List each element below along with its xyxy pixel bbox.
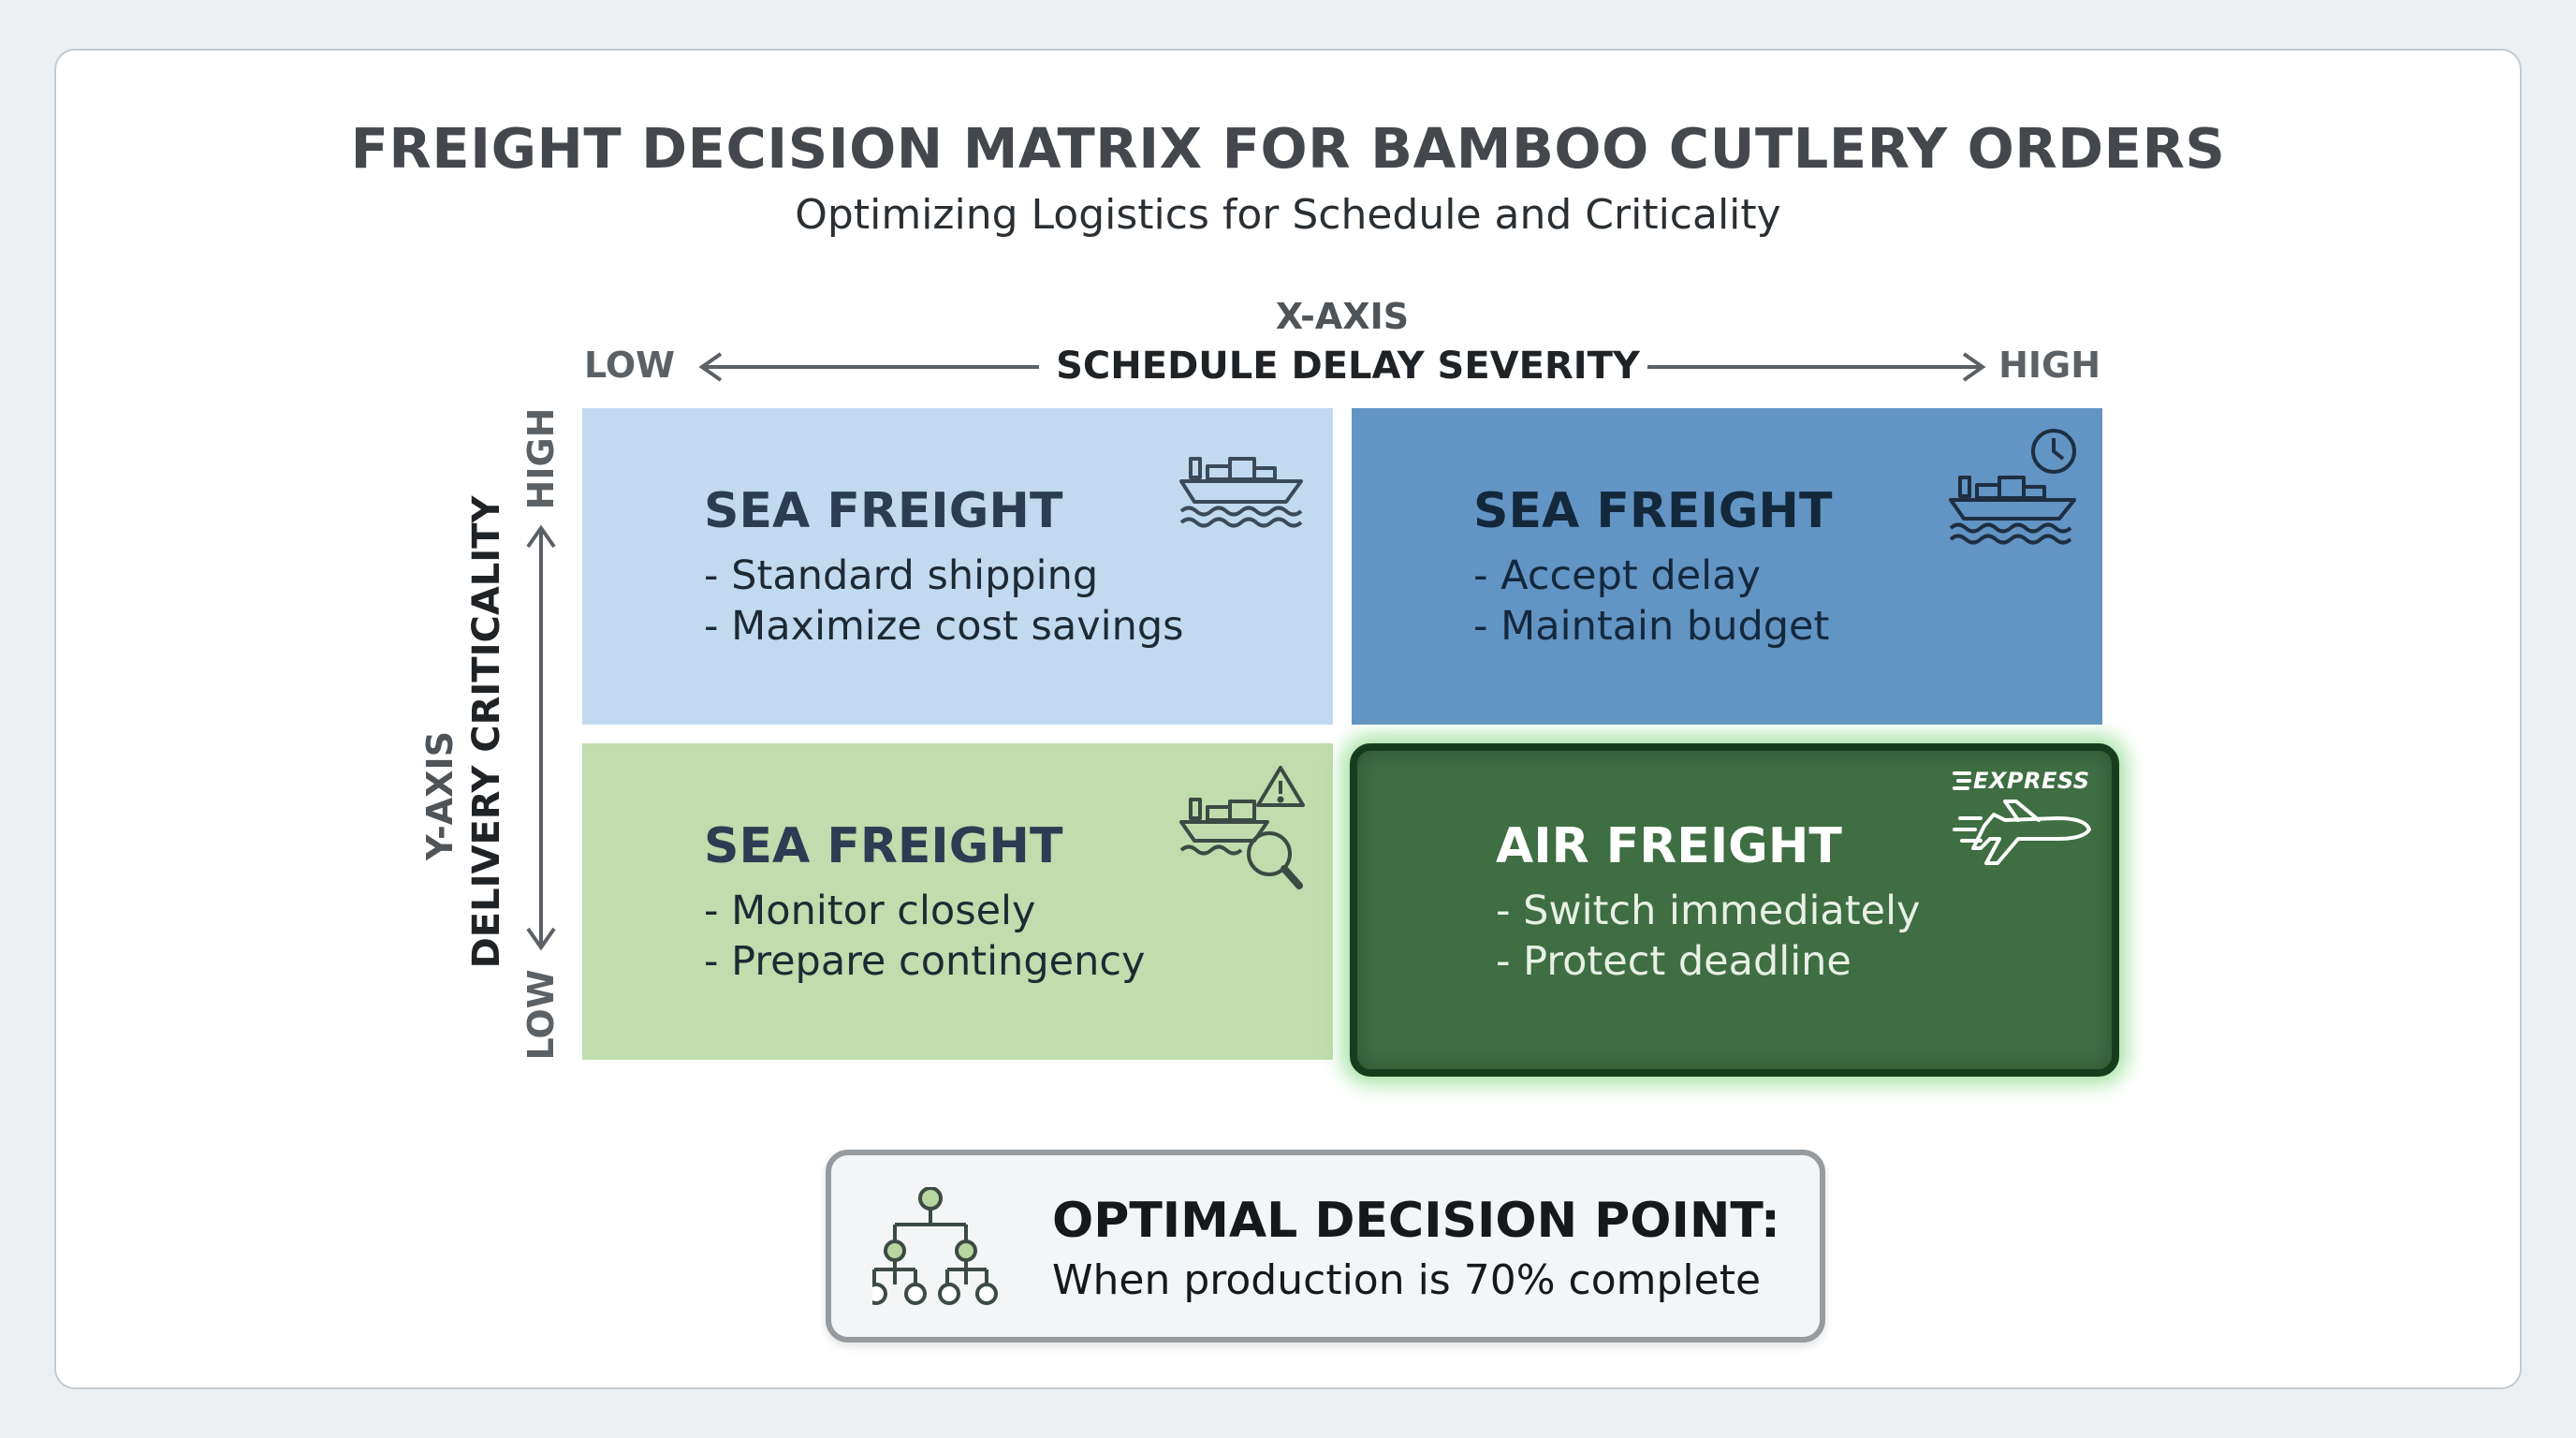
quadrant-item: - Maintain budget bbox=[1473, 603, 1830, 650]
y-axis: Y-AXIS DELIVERY CRITICALITY HIGH LOW bbox=[393, 403, 580, 1077]
quadrant-item: - Prepare contingency bbox=[704, 938, 1146, 985]
quadrant-title: AIR FREIGHT bbox=[1496, 818, 1842, 874]
x-axis-high-label: HIGH bbox=[1998, 345, 2100, 386]
x-axis-name: X-AXIS bbox=[1275, 296, 1410, 337]
quadrant-top-left: SEA FREIGHT - Standard shipping - Maximi… bbox=[582, 408, 1333, 725]
x-axis: LOW SCHEDULE DELAY SEVERITY HIGH bbox=[580, 339, 2106, 395]
quadrant-top-right: SEA FREIGHT - Accept delay - Maintain bu… bbox=[1352, 408, 2102, 725]
y-axis-low-label: LOW bbox=[520, 969, 562, 1061]
x-axis-low-label: LOW bbox=[584, 345, 676, 386]
quadrant-items: - Accept delay - Maintain budget bbox=[1473, 550, 1829, 652]
express-label: EXPRESS bbox=[1973, 768, 2090, 794]
quadrant-items: - Standard shipping - Maximize cost savi… bbox=[704, 550, 1184, 652]
quadrant-item: - Maximize cost savings bbox=[704, 603, 1184, 650]
quadrant-items: - Monitor closely - Prepare contingency bbox=[704, 886, 1145, 987]
cargo-ship-warning-magnifier-icon bbox=[1179, 766, 1305, 889]
quadrant-item: - Accept delay bbox=[1473, 552, 1761, 599]
express-airplane-icon: EXPRESS bbox=[1953, 768, 2102, 889]
cargo-ship-clock-icon bbox=[1949, 429, 2076, 545]
y-axis-high-label: HIGH bbox=[520, 407, 562, 510]
decision-point-title: OPTIMAL DECISION POINT: bbox=[1052, 1193, 1780, 1249]
quadrant-item: - Switch immediately bbox=[1496, 888, 1921, 934]
decision-tree-icon bbox=[872, 1187, 998, 1305]
x-axis-title: SCHEDULE DELAY SEVERITY bbox=[1056, 345, 1640, 388]
quadrant-bottom-right: AIR FREIGHT - Switch immediately - Prote… bbox=[1350, 743, 2119, 1077]
quadrant-items: - Switch immediately - Protect deadline bbox=[1496, 886, 1921, 987]
airplane-icon bbox=[1953, 771, 2091, 865]
quadrant-item: - Protect deadline bbox=[1496, 938, 1852, 985]
quadrant-item: - Standard shipping bbox=[704, 552, 1099, 599]
y-axis-title: DELIVERY CRITICALITY bbox=[465, 495, 508, 969]
quadrant-bottom-left: SEA FREIGHT - Monitor closely - Prepare … bbox=[582, 743, 1333, 1060]
quadrant-item: - Monitor closely bbox=[704, 888, 1036, 934]
decision-point-box: OPTIMAL DECISION POINT: When production … bbox=[826, 1150, 1825, 1343]
y-axis-name: Y-AXIS bbox=[419, 731, 461, 860]
page-title: FREIGHT DECISION MATRIX FOR BAMBOO CUTLE… bbox=[350, 116, 2226, 181]
cargo-ship-icon bbox=[1179, 457, 1303, 528]
quadrant-title: SEA FREIGHT bbox=[704, 483, 1063, 539]
decision-point-text: When production is 70% complete bbox=[1052, 1256, 1762, 1304]
x-axis-arrows bbox=[698, 352, 1986, 382]
quadrant-title: SEA FREIGHT bbox=[1473, 483, 1833, 539]
quadrant-title: SEA FREIGHT bbox=[704, 818, 1063, 874]
y-axis-arrow bbox=[526, 524, 556, 951]
page-subtitle: Optimizing Logistics for Schedule and Cr… bbox=[795, 191, 1781, 239]
